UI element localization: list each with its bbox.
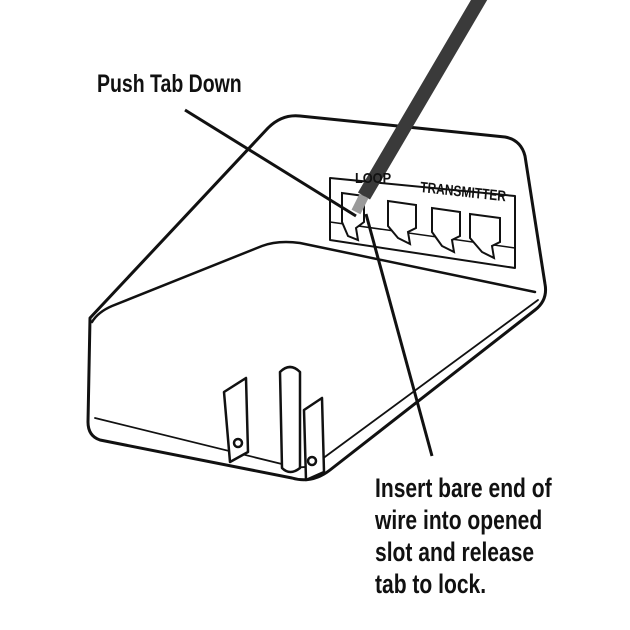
transmitter-label: TRANSMITTER bbox=[420, 179, 507, 205]
port-panel bbox=[329, 177, 516, 269]
push-tab-leader-line bbox=[184, 108, 357, 218]
prong-middle bbox=[278, 365, 302, 474]
prong-right bbox=[302, 396, 326, 482]
insert-callout-line-2: wire into opened bbox=[374, 506, 542, 536]
screwdriver-tip bbox=[351, 193, 369, 215]
prong-left bbox=[222, 376, 250, 464]
insert-callout-line-1: Insert bare end of bbox=[375, 474, 552, 504]
push-tab-callout: Push Tab Down bbox=[97, 70, 242, 98]
screwdriver-shaft bbox=[357, 0, 488, 200]
insert-callout-line-3: slot and release bbox=[375, 538, 534, 568]
port-transmitter-2 bbox=[469, 212, 501, 260]
plug-prongs bbox=[222, 365, 326, 482]
insert-wire-leader-line bbox=[364, 213, 434, 457]
prong-right-hole bbox=[306, 455, 318, 467]
prong-left-hole bbox=[232, 437, 244, 449]
top-face-edge bbox=[90, 240, 537, 324]
insert-callout-line-4: tab to lock. bbox=[375, 570, 486, 600]
ports bbox=[341, 191, 501, 260]
port-loop-2 bbox=[387, 199, 417, 246]
loop-label: LOOP bbox=[355, 169, 391, 186]
insert-wire-callout: Insert bare end of wire into opened slot… bbox=[374, 474, 552, 600]
port-transmitter-1 bbox=[431, 206, 461, 254]
device-body-outline bbox=[86, 114, 547, 482]
